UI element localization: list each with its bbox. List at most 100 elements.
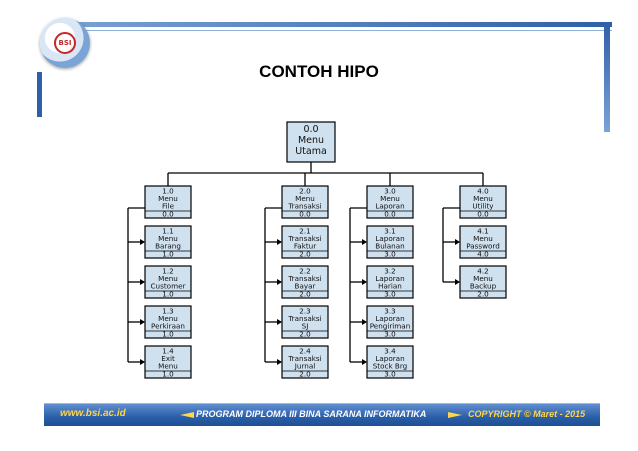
node-level: 1.0 xyxy=(162,330,174,339)
node-number: 4.0 xyxy=(477,187,489,196)
node-level: 0.0 xyxy=(384,210,396,219)
node-label: Backup xyxy=(470,282,497,291)
child-arrow xyxy=(362,319,367,325)
node-number: 3.3 xyxy=(384,307,395,316)
node-number: 3.1 xyxy=(384,227,395,236)
frame-top-line xyxy=(52,30,612,31)
node-label: Utility xyxy=(472,202,494,211)
footer-arrow-right-icon xyxy=(448,412,462,418)
node-label: Bulanan xyxy=(375,242,404,251)
child-node-1.4-rect xyxy=(144,345,192,379)
child-arrow xyxy=(277,359,282,365)
node-number: 2.1 xyxy=(299,227,310,236)
node-level: 1.0 xyxy=(162,250,174,259)
node-number: 2.3 xyxy=(299,307,310,316)
node-number: 1.4 xyxy=(162,347,174,356)
child-node-4.1-rect xyxy=(459,225,507,259)
bsi-logo: BSI xyxy=(40,18,90,68)
child-node-3.4-rect xyxy=(366,345,414,379)
child-arrow xyxy=(277,279,282,285)
node-label: Menu xyxy=(158,362,178,371)
child-node-2.3-rect xyxy=(281,305,329,339)
node-level: 1.0 xyxy=(162,370,174,379)
node-number: 1.2 xyxy=(162,267,173,276)
node-number: 2.0 xyxy=(299,187,311,196)
node-label: Transaksi xyxy=(287,234,321,243)
node-level: 2.0 xyxy=(299,330,311,339)
frame-right-bar xyxy=(604,22,610,132)
node-number: 0.0 xyxy=(303,124,318,135)
footer-program: PROGRAM DIPLOMA III BINA SARANA INFORMAT… xyxy=(196,409,427,419)
node-level: 3.0 xyxy=(384,250,396,259)
node-label: Menu xyxy=(158,314,178,323)
node-number: 2.2 xyxy=(299,267,310,276)
node-label: Pengiriman xyxy=(370,322,411,331)
child-node-2.1-rect xyxy=(281,225,329,259)
node-label: Harian xyxy=(378,282,402,291)
module-node-2.0-rect xyxy=(281,185,329,219)
child-arrow xyxy=(362,279,367,285)
child-node-1.2-rect xyxy=(144,265,192,299)
node-label: Transaksi xyxy=(287,354,321,363)
node-label: Menu xyxy=(158,234,178,243)
node-label: Transaksi xyxy=(287,274,321,283)
node-level: 1.0 xyxy=(162,290,174,299)
node-level: 0.0 xyxy=(299,210,311,219)
child-node-1.1-rect xyxy=(144,225,192,259)
slide-title: CONTOH HIPO xyxy=(259,62,379,81)
node-label: Laporan xyxy=(375,274,404,283)
node-label: Transaksi xyxy=(287,314,321,323)
child-node-2.4-rect xyxy=(281,345,329,379)
node-level: 2.0 xyxy=(299,250,311,259)
node-label: Menu xyxy=(473,234,493,243)
node-label: Password xyxy=(466,242,500,251)
module-node-4.0-rect xyxy=(459,185,507,219)
node-label: Jurnal xyxy=(294,362,315,371)
node-label: Utama xyxy=(295,146,327,157)
module-node-1.0-rect xyxy=(144,185,192,219)
node-label: Transaksi xyxy=(287,202,321,211)
child-arrow xyxy=(140,359,145,365)
node-label: Laporan xyxy=(375,202,404,211)
node-label: Laporan xyxy=(375,234,404,243)
child-arrow xyxy=(277,239,282,245)
node-label: Faktur xyxy=(294,242,316,251)
root-node-rect xyxy=(286,121,336,163)
node-level: 3.0 xyxy=(384,370,396,379)
child-arrow xyxy=(362,359,367,365)
child-node-2.2-rect xyxy=(281,265,329,299)
node-label: Exit xyxy=(161,354,175,363)
frame-top-bar xyxy=(52,22,612,27)
footer-bar: www.bsi.ac.id PROGRAM DIPLOMA III BINA S… xyxy=(44,403,600,426)
footer-url[interactable]: www.bsi.ac.id xyxy=(60,408,126,419)
node-label: Stock Brg xyxy=(373,362,408,371)
node-level: 3.0 xyxy=(384,330,396,339)
node-label: Menu xyxy=(158,274,178,283)
node-level: 2.0 xyxy=(477,290,489,299)
node-label: Laporan xyxy=(375,354,404,363)
node-number: 3.0 xyxy=(384,187,396,196)
node-label: Menu xyxy=(473,274,493,283)
node-label: Menu xyxy=(298,135,324,146)
node-label: Laporan xyxy=(375,314,404,323)
node-number: 1.1 xyxy=(162,227,173,236)
